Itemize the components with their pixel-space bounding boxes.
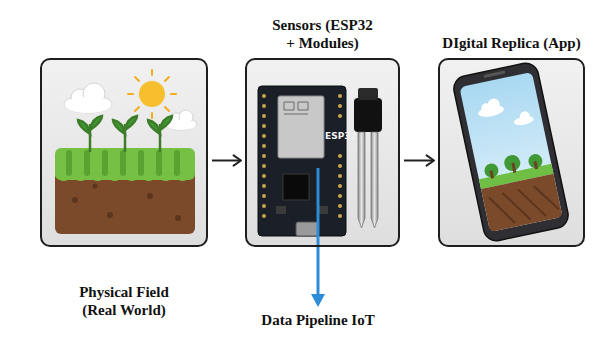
arrow-line xyxy=(404,160,434,162)
soil-probe xyxy=(354,88,382,228)
panel-heading: DIgital Replica (App) xyxy=(427,34,597,52)
panel-grounds xyxy=(41,59,584,246)
flow-arrow xyxy=(212,155,241,165)
data-pipeline-arrow xyxy=(311,168,325,307)
panel-box: Physical Field (Real World) xyxy=(40,58,208,247)
plants xyxy=(78,116,172,152)
field-illustration xyxy=(55,70,197,234)
panel-heading: Sensors (ESP32 + Modules) xyxy=(238,16,408,52)
cloud xyxy=(64,83,112,113)
sun xyxy=(128,70,176,118)
chip-label: ESP32 xyxy=(325,131,357,142)
panel-heading: Physical Field (Real World) xyxy=(39,283,209,319)
pipeline-label: Data Pipeline IoT xyxy=(261,311,374,329)
flow-arrow xyxy=(404,155,434,165)
grass xyxy=(55,148,195,181)
arrowhead xyxy=(427,155,434,165)
panel-box: Sensors (ESP32 + Modules) xyxy=(245,58,400,247)
arrowhead xyxy=(234,155,241,165)
panel-box: DIgital Replica (App) xyxy=(438,58,585,247)
esp32-board xyxy=(258,86,346,236)
phone xyxy=(451,61,570,243)
arrow-line xyxy=(212,160,241,162)
